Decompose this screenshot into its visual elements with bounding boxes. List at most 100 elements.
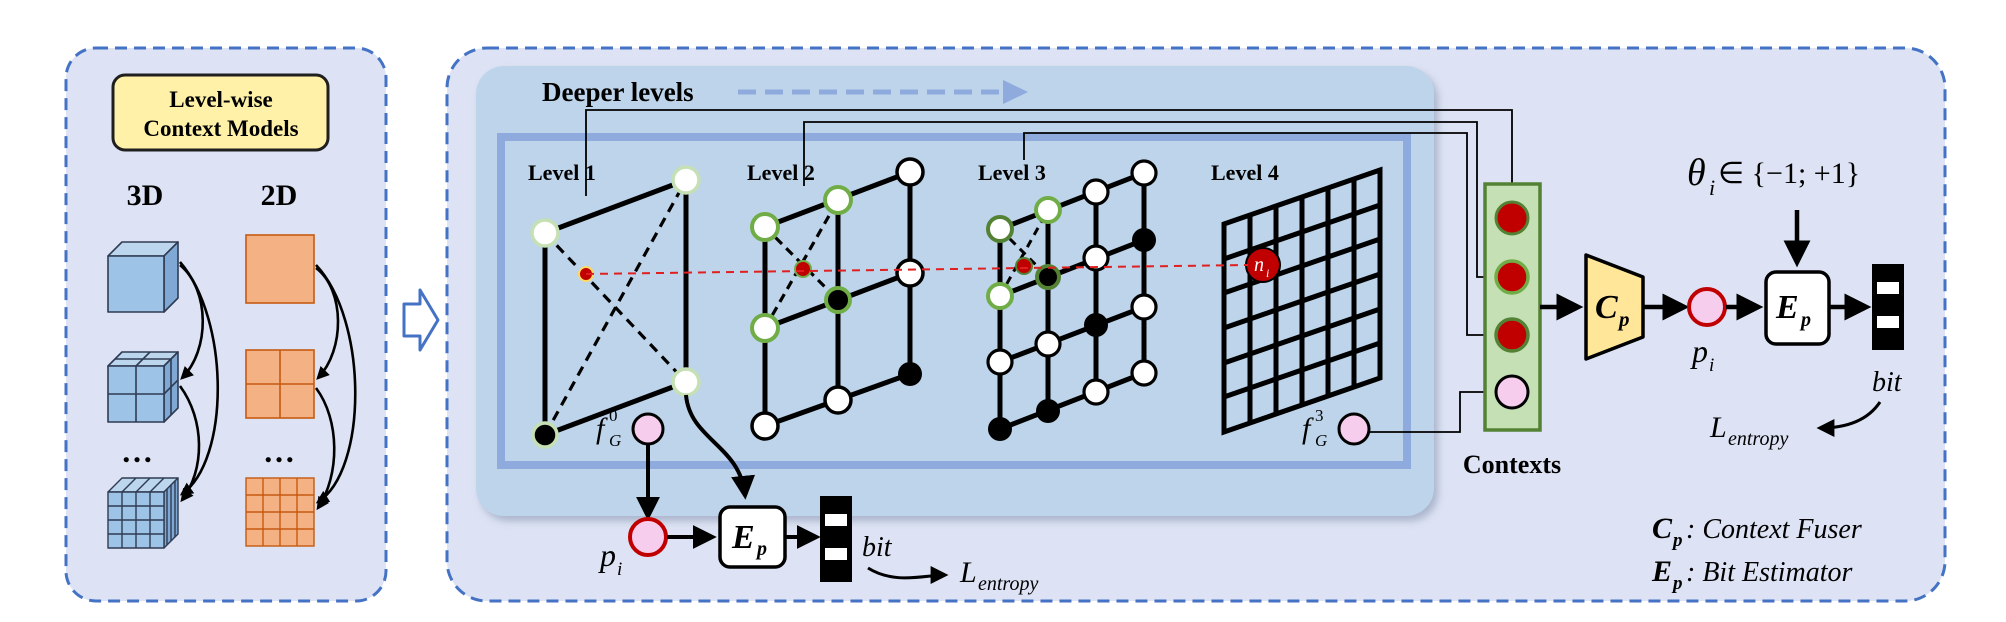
ellipsis-2d: … — [263, 433, 295, 469]
level-3-label: Level 3 — [978, 160, 1046, 185]
contexts-label: Contexts — [1463, 450, 1561, 479]
cube-arrows — [178, 261, 219, 503]
l1-node-tl — [530, 218, 560, 248]
cube-level-2 — [107, 351, 179, 423]
bit-stream-right — [1872, 264, 1904, 350]
panel-transition-arrow — [402, 288, 440, 352]
legend-ep-text: : Bit Estimator — [1686, 557, 1853, 588]
l3-node-ctx — [1035, 264, 1061, 290]
square-level-3 — [245, 477, 315, 547]
levels-frame — [497, 133, 1411, 469]
context-node-3 — [1494, 317, 1530, 353]
legend: C p : Context Fuser E p : Bit Estimator — [1651, 512, 1862, 594]
cp-base: C — [1595, 289, 1618, 326]
l3-node — [1132, 228, 1156, 252]
legend-cp-sub: p — [1671, 530, 1683, 551]
l2-node — [895, 258, 925, 288]
legend-ep-sub: p — [1671, 573, 1683, 594]
node-label-n: n — [1254, 254, 1264, 276]
p-i-left-base: p — [598, 537, 616, 573]
square-level-1 — [245, 234, 315, 304]
title-line-1: Level-wise — [169, 87, 272, 112]
l-entropy-right-sub: entropy — [1728, 428, 1788, 450]
f-g0-feature-circle — [631, 412, 665, 446]
l2-anchor-node — [794, 260, 812, 278]
ep-left-base: E — [731, 519, 755, 556]
l2-node-ctx — [750, 212, 780, 242]
l1-node-bl — [531, 421, 559, 449]
legend-cp-base: C — [1652, 512, 1673, 545]
l1-node-br — [671, 367, 701, 397]
cp-sub: p — [1617, 307, 1630, 331]
bit-stream-left — [820, 496, 852, 582]
level-3-graph — [986, 159, 1158, 441]
anchor-alignment-line — [585, 264, 1249, 275]
l2-node — [895, 157, 925, 187]
l3-node — [1082, 178, 1110, 206]
l3-node-ctx — [986, 215, 1014, 243]
level-1-label: Level 1 — [528, 160, 596, 185]
ep-right-sub: p — [1799, 309, 1811, 331]
l3-node — [1082, 244, 1110, 272]
l2-node-ctx — [750, 313, 780, 343]
f-g3-sup: 3 — [1315, 406, 1324, 425]
legend-ep-base: E — [1651, 555, 1672, 588]
l3-node — [1130, 359, 1158, 387]
p-i-left-sub: i — [617, 559, 622, 580]
context-node-1 — [1494, 200, 1530, 236]
l-entropy-left-base: L — [959, 556, 977, 589]
ep-left-sub: p — [755, 538, 767, 560]
l3-node — [1036, 399, 1060, 423]
cube-level-1 — [107, 241, 179, 313]
ep-right-base: E — [1775, 289, 1799, 326]
arrow-bit-to-lentropy-left — [867, 566, 949, 585]
arrow-level1-to-ep — [684, 394, 756, 500]
cp-context-fuser: C p — [1584, 253, 1645, 361]
ep-left-box: E p — [718, 505, 787, 569]
context-node-2 — [1494, 259, 1530, 295]
p-i-right-base: p — [1690, 333, 1708, 369]
title-line-2: Context Models — [143, 116, 298, 141]
main-panel: Deeper levels Level 1 Level 2 Level 3 Le… — [445, 46, 1947, 603]
p-i-right-sub: i — [1709, 355, 1714, 376]
l3-node — [1084, 313, 1108, 337]
context-node-4 — [1494, 374, 1530, 410]
left-panel: Level-wise Context Models 3D 2D … — [64, 46, 388, 603]
level-4-grid — [1221, 166, 1383, 436]
l3-node — [1034, 330, 1062, 358]
l2-node-ctx — [823, 185, 853, 215]
bit-right-label: bit — [1872, 367, 1903, 398]
ep-right-box: E p — [1764, 270, 1831, 346]
l2-node-ctx — [824, 286, 852, 314]
p-i-left-label: p i — [598, 537, 622, 580]
legend-cp-text: : Context Fuser — [1686, 514, 1862, 545]
arrow-bit-to-lentropy-right — [1816, 401, 1882, 437]
square-level-2 — [245, 349, 315, 419]
l-entropy-right: L entropy — [1709, 411, 1788, 450]
contexts-column — [1483, 182, 1542, 432]
l3-node — [1130, 293, 1158, 321]
l1-node-tr — [671, 165, 701, 195]
l2-node — [898, 362, 922, 386]
deeper-levels-label: Deeper levels — [542, 77, 694, 107]
l3-node — [1082, 378, 1110, 406]
level-1-graph — [530, 165, 701, 449]
cube-level-3 — [107, 477, 179, 549]
theta-base: θ — [1687, 152, 1706, 194]
f-g0-sub: G — [609, 431, 621, 450]
theta-sub: i — [1709, 175, 1715, 200]
f-g3-feature-circle — [1337, 412, 1371, 446]
deeper-levels-arrow — [738, 80, 1028, 104]
bit-left-label: bit — [862, 532, 893, 563]
label-2d: 2D — [261, 179, 298, 212]
l3-node-ctx — [986, 282, 1014, 310]
l2-node — [750, 411, 780, 441]
p-i-right-circle — [1687, 287, 1727, 327]
levels-container — [476, 66, 1434, 516]
l3-node — [988, 417, 1012, 441]
level-wise-title-box: Level-wise Context Models — [111, 73, 330, 152]
theta-label: θ i ∈ {−1; +1} — [1687, 152, 1860, 200]
l-entropy-right-base: L — [1709, 411, 1727, 444]
level-4-label: Level 4 — [1211, 160, 1279, 185]
